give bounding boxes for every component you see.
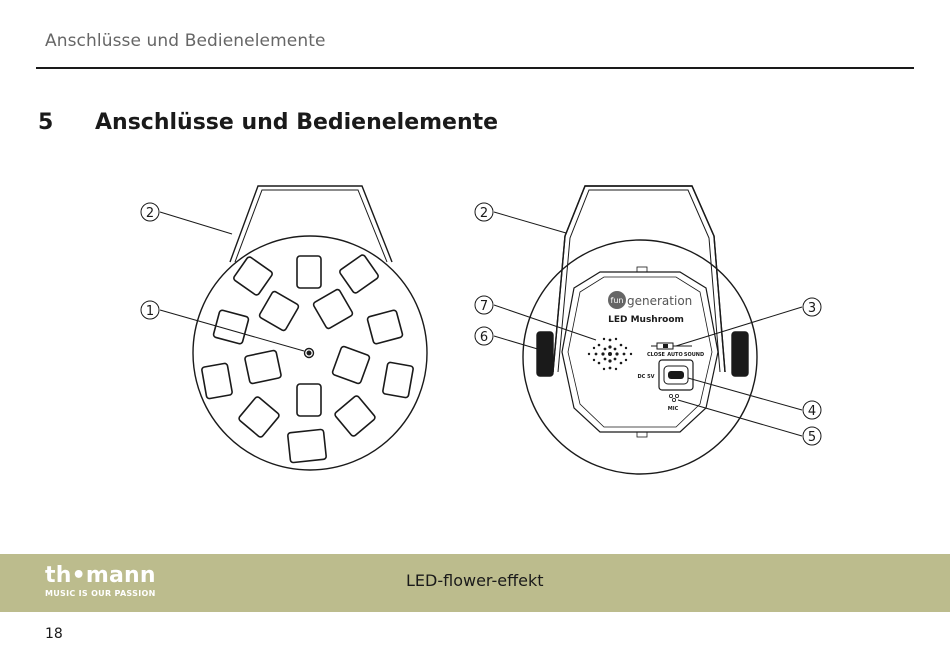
back-mounting-bracket bbox=[552, 185, 726, 373]
section-number: 5 bbox=[38, 110, 54, 135]
brand-logo: th•mann MUSIC IS OUR PASSION bbox=[45, 563, 156, 599]
knob-left bbox=[536, 331, 554, 377]
back-housing bbox=[522, 239, 758, 475]
brand-tagline: MUSIC IS OUR PASSION bbox=[45, 589, 156, 598]
speaker-grille bbox=[587, 337, 633, 371]
power-label: DC 5V bbox=[638, 374, 655, 380]
callout-1-front bbox=[140, 300, 160, 320]
callout-5 bbox=[802, 426, 822, 446]
back-view bbox=[474, 185, 822, 475]
callout-7-label: 7 bbox=[480, 299, 488, 314]
callout-3-label: 3 bbox=[808, 301, 816, 316]
footer-band: th•mann MUSIC IS OUR PASSION LED-flower-… bbox=[0, 554, 950, 612]
front-sensor bbox=[303, 347, 315, 359]
callout-4 bbox=[802, 400, 822, 420]
section-title: Anschlüsse und Bedienelemente bbox=[95, 110, 499, 135]
device-model: LED Mushroom bbox=[608, 315, 684, 325]
callout-2-front-label: 2 bbox=[146, 206, 154, 221]
brand-name: th•mann bbox=[45, 563, 156, 588]
callout-3 bbox=[802, 297, 822, 317]
callout-4-label: 4 bbox=[808, 404, 816, 419]
dc-port bbox=[658, 359, 694, 391]
callout-2-back bbox=[474, 202, 494, 222]
front-mounting-bracket bbox=[229, 185, 393, 263]
mic-label: MIC bbox=[668, 406, 679, 412]
brand-suffix: generation bbox=[627, 294, 692, 308]
product-name: LED-flower-effekt bbox=[406, 571, 544, 590]
device-diagram: 2 1 bbox=[140, 185, 822, 475]
switch-close-label: CLOSE bbox=[647, 352, 666, 358]
brand-prefix: fun bbox=[611, 296, 624, 305]
header-rule bbox=[36, 67, 914, 69]
callout-6 bbox=[474, 326, 494, 346]
knob-right bbox=[731, 331, 749, 377]
brand-logo-circle bbox=[608, 291, 626, 309]
callout-2-back-label: 2 bbox=[480, 206, 488, 221]
page-number: 18 bbox=[45, 626, 63, 642]
switch-auto-label: AUTO bbox=[667, 352, 682, 358]
callout-5-label: 5 bbox=[808, 430, 816, 445]
callout-1-front-label: 1 bbox=[146, 304, 154, 319]
front-view bbox=[140, 185, 428, 471]
callout-7 bbox=[474, 295, 494, 315]
callout-6-label: 6 bbox=[480, 330, 488, 345]
running-header: Anschlüsse und Bedienelemente bbox=[45, 31, 326, 51]
mic-holes bbox=[669, 393, 680, 402]
switch-sound-label: SOUND bbox=[684, 352, 704, 358]
lens-windows bbox=[201, 254, 414, 464]
callout-2-front bbox=[140, 202, 160, 222]
